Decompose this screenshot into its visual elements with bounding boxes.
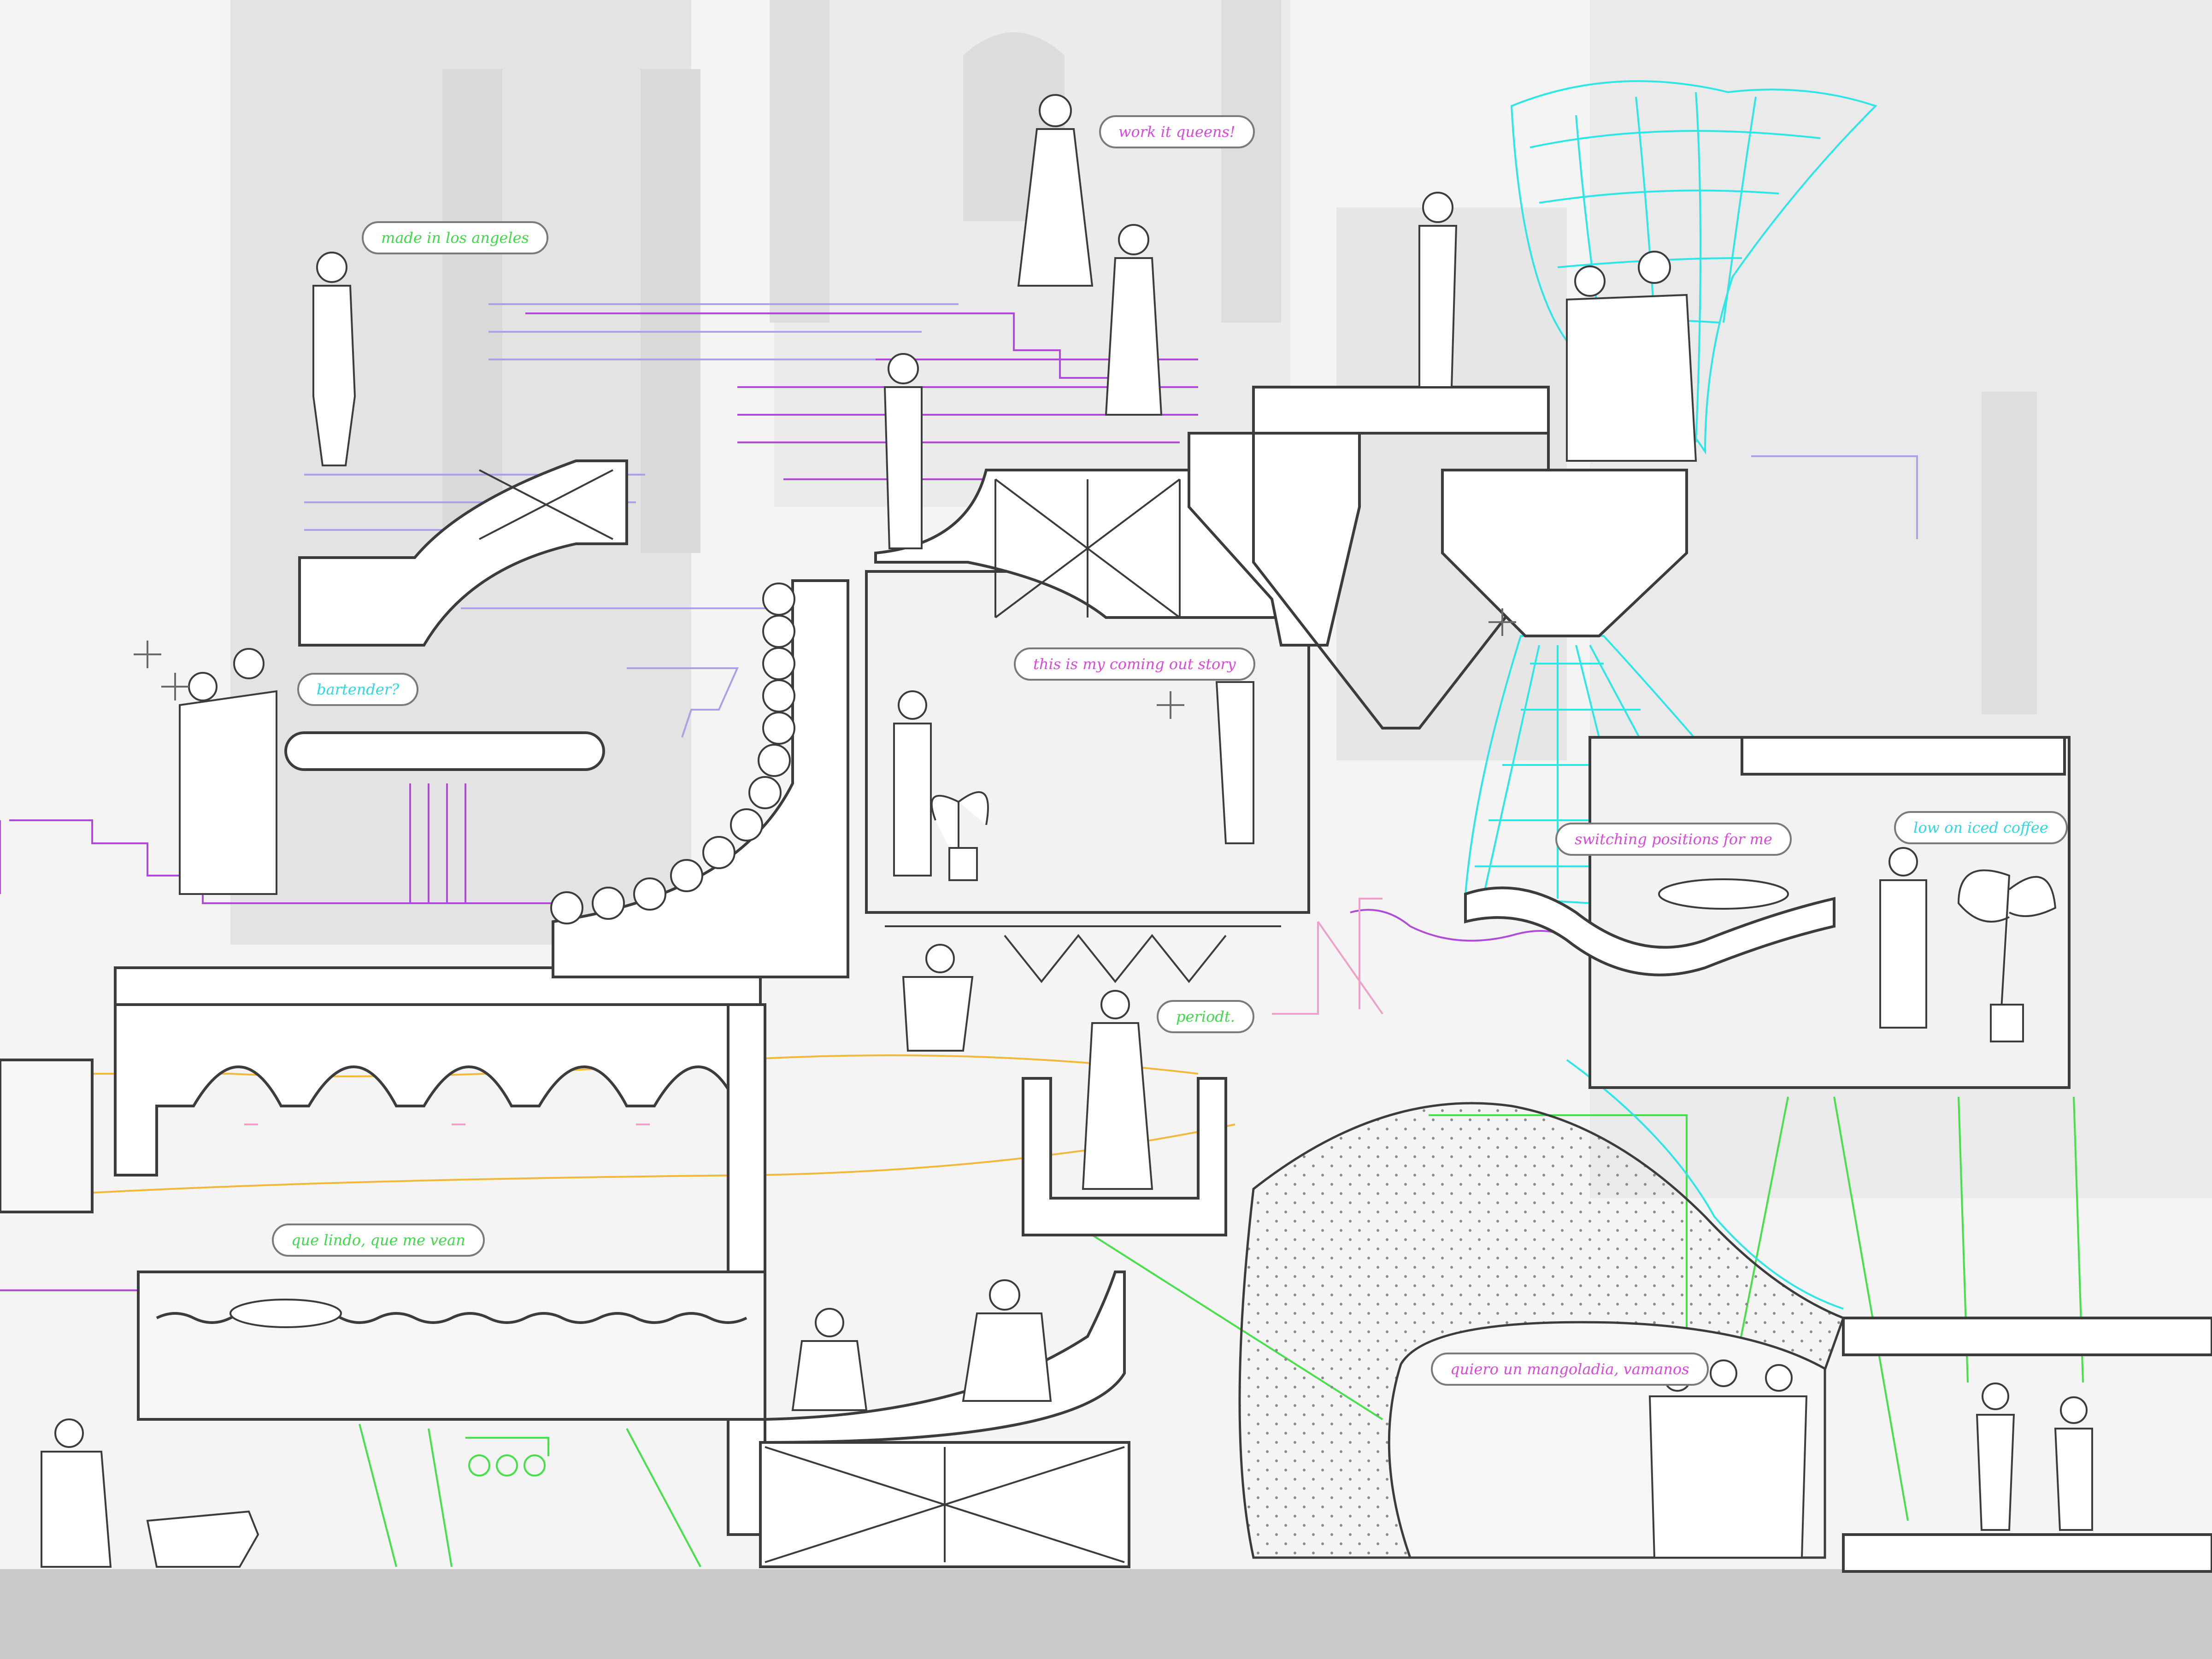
person-seated-pool — [791, 1279, 1052, 1411]
pink-annotation-lines — [244, 898, 1383, 1125]
person-runway-walker — [1017, 94, 1094, 287]
lower-right-ramp — [1842, 1533, 2212, 1573]
speech-bubble-text: low on iced coffee — [1913, 819, 2048, 836]
person-lower-right — [1976, 1382, 2093, 1531]
person-bartender-pair — [179, 648, 277, 895]
speech-bubble-text: this is my coming out story — [1033, 655, 1236, 673]
speech-bubble-bartender: bartender? — [297, 673, 419, 706]
aqueduct-arches — [114, 1003, 762, 1177]
plant-pot-right — [1990, 1004, 2024, 1042]
person-striped-shirt — [902, 944, 974, 1052]
structures — [0, 386, 2212, 1573]
plant-monstera — [930, 791, 989, 866]
sparkles — [134, 608, 1516, 719]
speech-bubble-que-lindo: que lindo, que me vean — [272, 1224, 485, 1257]
people — [41, 94, 2093, 1568]
funnel-pod-left — [1188, 432, 1361, 647]
ground — [0, 1569, 2212, 1659]
speech-bubble-switching-positions: switching positions for me — [1555, 823, 1792, 856]
person-lounging-right — [1658, 847, 1927, 1029]
building-window-column-5 — [1982, 392, 2037, 714]
speech-bubble-text: que lindo, que me vean — [291, 1231, 465, 1249]
plant-fiddle-leaf — [1957, 869, 2057, 1033]
building-window-column-3 — [770, 0, 830, 323]
speech-bubble-iced-coffee: low on iced coffee — [1894, 811, 2068, 844]
speech-bubble-text: quiero un mangoladia, vamanos — [1450, 1360, 1689, 1378]
person-mid-standing — [883, 353, 923, 549]
building-window-column-2 — [641, 69, 700, 553]
person-swimmer — [229, 1299, 342, 1328]
cyan-canopy-upper — [1510, 80, 1877, 455]
speech-bubble-text: switching positions for me — [1575, 830, 1772, 848]
plant-pot-room — [948, 847, 978, 881]
person-top-left — [312, 252, 356, 466]
speech-bubble-mangoladia: quiero un mangoladia, vamanos — [1431, 1353, 1709, 1386]
room-iced-coffee-roof — [1741, 736, 2066, 776]
person-dog-walker — [41, 1418, 259, 1568]
truss-details — [479, 469, 1281, 1563]
plants — [930, 791, 2057, 1042]
wavy-lounge — [1464, 886, 1835, 977]
left-edge-pod — [0, 1059, 94, 1213]
pod-periodt — [1022, 1077, 1227, 1236]
speech-bubble-text: work it queens! — [1118, 123, 1235, 141]
person-stairs-walker — [1105, 224, 1163, 416]
speech-bubble-text: made in los angeles — [381, 229, 529, 247]
speech-bubble-text: bartender? — [317, 681, 400, 698]
building-window-column-4 — [1221, 0, 1281, 323]
person-group-blob — [1648, 1359, 1808, 1559]
lower-right-walkway — [1842, 1317, 2212, 1356]
bar-ledge — [284, 731, 605, 771]
green-pipes — [465, 1437, 549, 1477]
speech-bubble-made-in-los-angeles: made in los angeles — [362, 221, 548, 254]
funnel-pod-right — [1441, 469, 1688, 637]
person-tower-runner — [1418, 192, 1458, 388]
person-coming-out-room — [893, 649, 1254, 877]
speech-bubble-periodt: periodt. — [1157, 1000, 1254, 1033]
building-window-column-1 — [442, 69, 502, 553]
speech-bubble-text: periodt. — [1176, 1008, 1235, 1025]
pool-tank — [137, 1271, 766, 1421]
speech-bubble-work-it-queens: work it queens! — [1099, 115, 1255, 148]
person-periodt — [1082, 990, 1153, 1190]
upper-left-terrace — [298, 459, 628, 647]
cyan-flow-line — [1566, 1059, 1844, 1310]
speech-bubble-coming-out-story: this is my coming out story — [1014, 647, 1255, 681]
person-couple-right — [1566, 251, 1697, 462]
bead-column — [550, 582, 795, 924]
top-tower-deck — [1252, 386, 1550, 435]
aqueduct-column — [727, 1003, 766, 1536]
